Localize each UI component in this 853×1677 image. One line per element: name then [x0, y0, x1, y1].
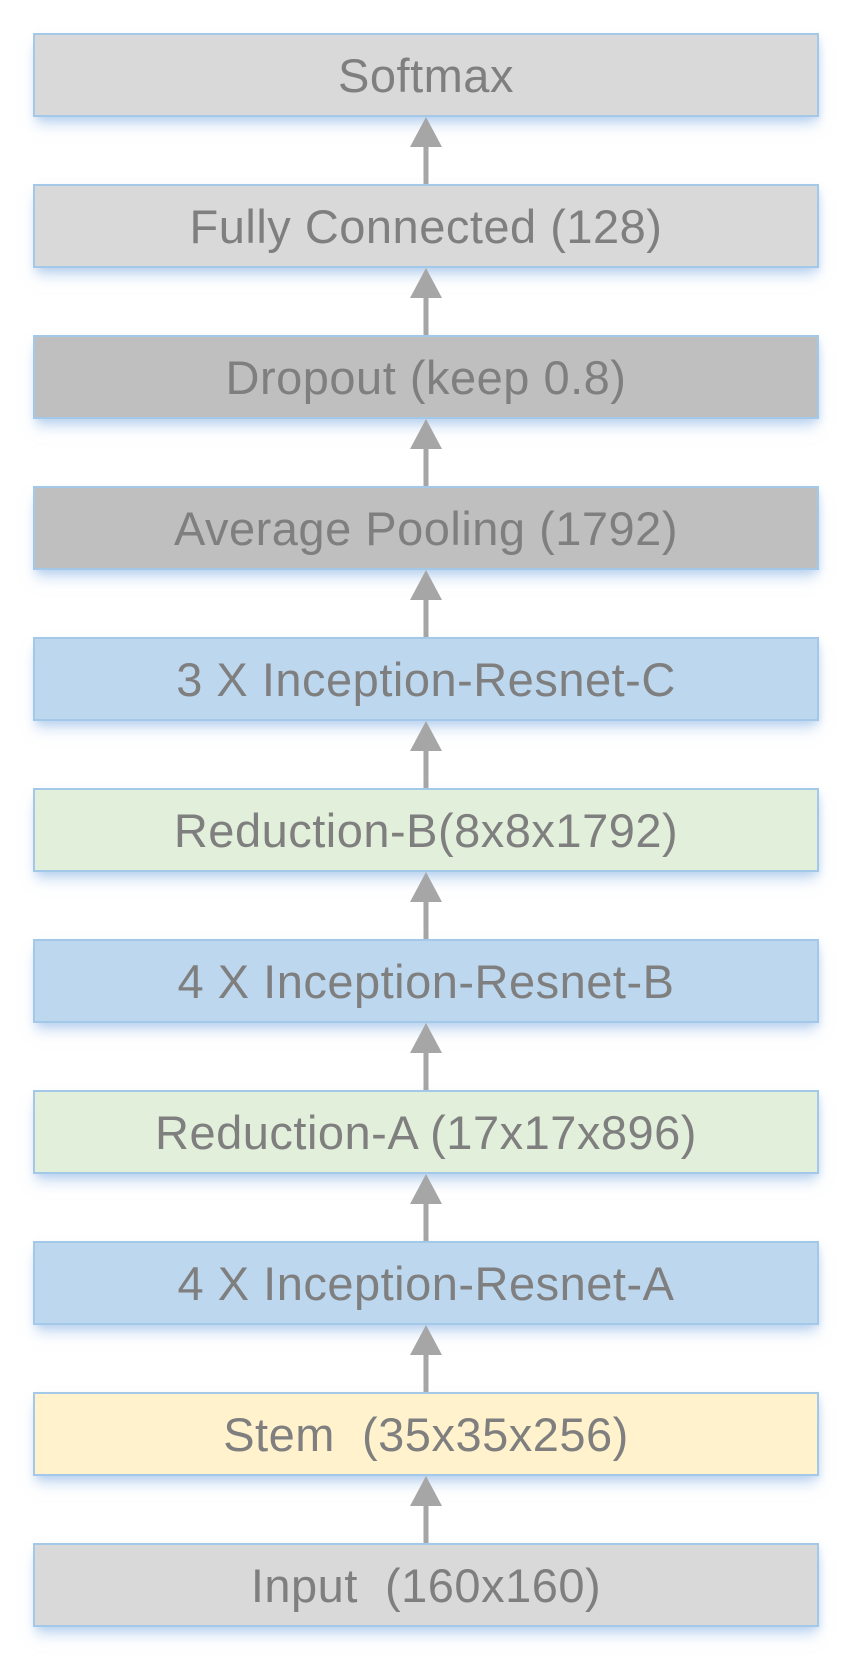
layer-box-3-x-inception-resnet-c: 3 X Inception-Resnet-C: [33, 637, 819, 721]
up-arrow-icon: [410, 268, 442, 335]
layer-box-4-x-inception-resnet-a: 4 X Inception-Resnet-A: [33, 1241, 819, 1325]
connector-gap: [33, 1023, 819, 1090]
layer-box-4-x-inception-resnet-b: 4 X Inception-Resnet-B: [33, 939, 819, 1023]
up-arrow-icon: [410, 1476, 442, 1543]
layer-label: Dropout (keep 0.8): [225, 350, 627, 404]
connector-gap: [33, 1325, 819, 1392]
up-arrow-icon: [410, 419, 442, 486]
connector-gap: [33, 419, 819, 486]
connector-gap: [33, 268, 819, 335]
layer-label: 3 X Inception-Resnet-C: [176, 652, 676, 706]
layer-label: 4 X Inception-Resnet-A: [177, 1256, 675, 1310]
connector-gap: [33, 117, 819, 184]
layer-label: Reduction-A (17x17x896): [155, 1105, 697, 1159]
layer-box-fully-connected-128: Fully Connected (128): [33, 184, 819, 268]
connector-gap: [33, 872, 819, 939]
up-arrow-icon: [410, 117, 442, 184]
connector-gap: [33, 1174, 819, 1241]
connector-gap: [33, 1476, 819, 1543]
layer-label: 4 X Inception-Resnet-B: [177, 954, 675, 1008]
layer-box-stem-35x35x256: Stem (35x35x256): [33, 1392, 819, 1476]
up-arrow-icon: [410, 872, 442, 939]
layer-label: Input (160x160): [250, 1558, 602, 1612]
layer-box-average-pooling-1792: Average Pooling (1792): [33, 486, 819, 570]
layer-box-softmax: Softmax: [33, 33, 819, 117]
layer-label: Average Pooling (1792): [174, 501, 678, 555]
layer-box-reduction-a-17x17x896: Reduction-A (17x17x896): [33, 1090, 819, 1174]
layer-label: Reduction-B(8x8x1792): [173, 803, 679, 857]
connector-gap: [33, 721, 819, 788]
up-arrow-icon: [410, 570, 442, 637]
layer-label: Fully Connected (128): [189, 199, 663, 253]
up-arrow-icon: [410, 1023, 442, 1090]
layer-label: Stem (35x35x256): [223, 1407, 629, 1461]
up-arrow-icon: [410, 721, 442, 788]
layer-box-reduction-b-8x8x1792: Reduction-B(8x8x1792): [33, 788, 819, 872]
layer-box-input-160x160: Input (160x160): [33, 1543, 819, 1627]
layer-box-dropout-keep-0-8: Dropout (keep 0.8): [33, 335, 819, 419]
up-arrow-icon: [410, 1174, 442, 1241]
connector-gap: [33, 570, 819, 637]
up-arrow-icon: [410, 1325, 442, 1392]
layer-label: Softmax: [338, 48, 514, 102]
